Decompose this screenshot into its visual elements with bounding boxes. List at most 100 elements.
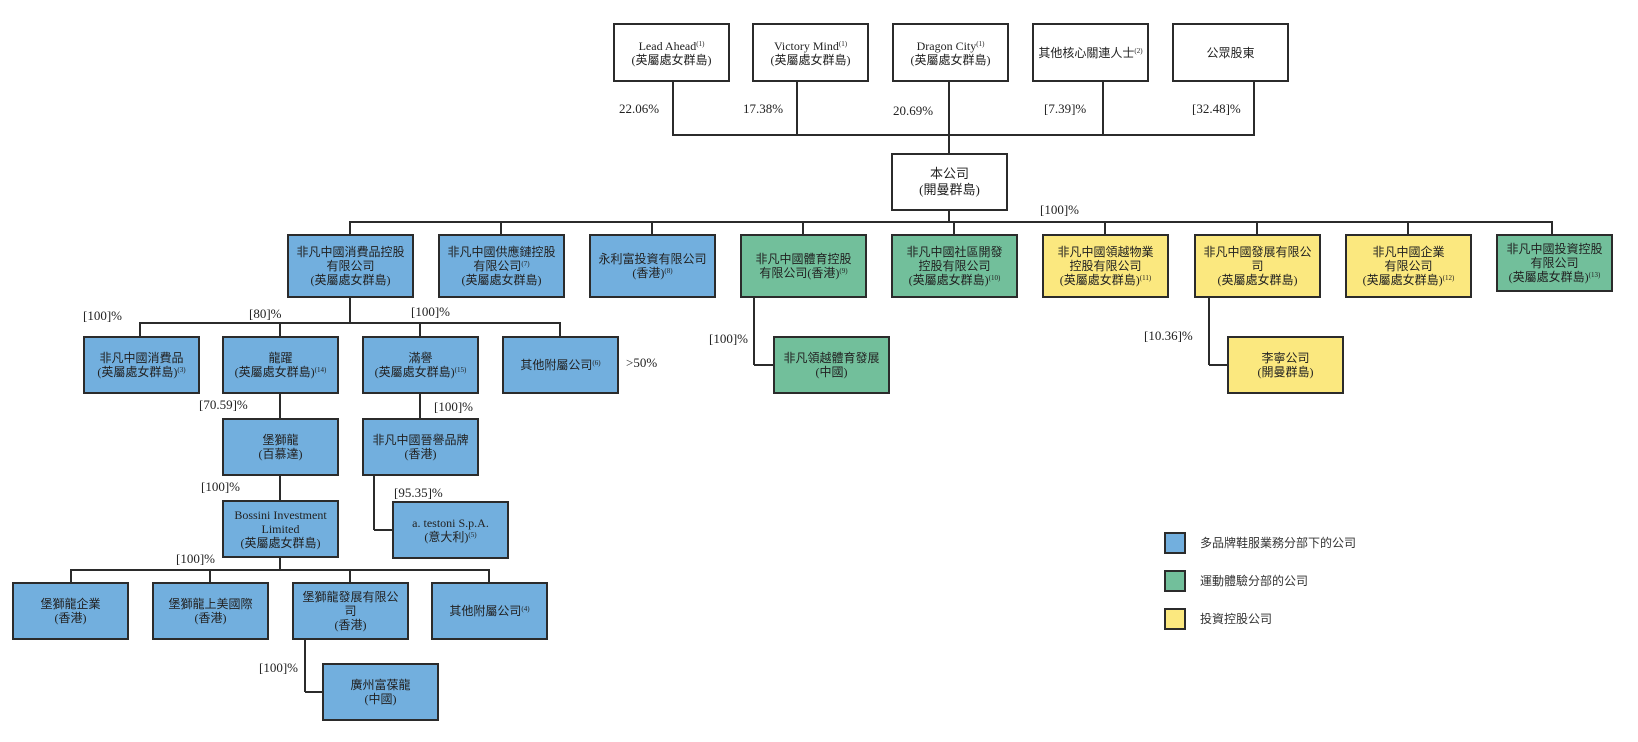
- jurisdiction: (英屬處女群島): [461, 273, 542, 287]
- jurisdiction: (中國): [364, 692, 397, 706]
- company-name: 非凡中國投資控股 有限公司: [1506, 242, 1603, 270]
- sub-lingyue-sports: 非凡領越體育發展(中國): [773, 336, 890, 394]
- shareholder-victory-mind: Victory Mind(1)(英屬處女群島): [752, 23, 869, 82]
- jurisdiction: (英屬處女群島): [908, 273, 989, 287]
- jurisdiction: (英屬處女群島): [240, 536, 321, 550]
- company-name: 非凡中國企業 有限公司: [1372, 245, 1445, 273]
- footnote-ref: (11): [1139, 274, 1152, 282]
- pct-bossini-subs: [100]%: [176, 551, 215, 566]
- company-name: 李寧公司: [1261, 351, 1310, 365]
- sub-development: 非凡中國發展有限公司(英屬處女群島): [1194, 234, 1321, 298]
- pct-company-subsidiaries: [100]%: [1040, 202, 1079, 217]
- pct-guangzhou: [100]%: [259, 660, 298, 675]
- company-name: 永利富投資有限公司: [598, 252, 707, 266]
- company-name: 堡獅龍發展有限公司: [302, 590, 399, 618]
- jurisdiction: (香港): [194, 611, 227, 625]
- pct-other-subsidiaries: >50%: [626, 355, 658, 370]
- company-name: 非凡中國社區開發 控股有限公司: [906, 245, 1003, 273]
- sub-bossini-bermuda: 堡獅龍(百慕達): [222, 418, 339, 476]
- sub-guangzhou: 廣州富葆龍(中國): [322, 663, 439, 721]
- sub-manyu: 滿譽(英屬處女群島)(15): [362, 336, 479, 394]
- pct-lingyue-sports: [100]%: [709, 331, 748, 346]
- shareholder-name: Lead Ahead: [638, 38, 697, 53]
- company-name: 堡獅龍上美國際: [168, 597, 253, 611]
- sub-li-ning: 李寧公司(開曼群島): [1227, 336, 1344, 394]
- company-name: 龍躍: [268, 351, 293, 365]
- sub-community: 非凡中國社區開發 控股有限公司(英屬處女群島)(10): [891, 234, 1018, 298]
- footnote-ref: (6): [592, 359, 601, 367]
- pct-public: [32.48]%: [1192, 101, 1241, 116]
- jurisdiction: (香港): [54, 611, 87, 625]
- jurisdiction: (香港): [632, 266, 665, 280]
- sub-yonglifu: 永利富投資有限公司(香港)(8): [589, 234, 716, 298]
- jurisdiction: (英屬處女群島): [631, 52, 712, 67]
- footnote-ref: (15): [454, 366, 467, 374]
- company-name: 堡獅龍企業: [40, 597, 101, 611]
- sub-property: 非凡中國領越物業 控股有限公司(英屬處女群島)(11): [1042, 234, 1169, 298]
- pct-dragon-city: 20.69%: [893, 103, 934, 118]
- pct-bossini-investment: [100]%: [201, 479, 240, 494]
- company-name: 非凡領越體育發展: [783, 351, 880, 365]
- legend-label-sports: 運動體驗分部的公司: [1200, 574, 1309, 588]
- jurisdiction: (英屬處女群島): [234, 365, 315, 379]
- footnote-ref: (14): [314, 366, 327, 374]
- jurisdiction: (英屬處女群島): [310, 273, 391, 287]
- shareholder-name: Victory Mind: [773, 38, 839, 53]
- company-name: 非凡中國體育控股 有限公司(香港): [755, 252, 852, 280]
- sub-other-subsidiaries: 其他附屬公司(6): [502, 336, 619, 394]
- jurisdiction: (英屬處女群島): [1508, 270, 1589, 284]
- jurisdiction: (英屬處女群島): [910, 52, 991, 67]
- jurisdiction: (百慕達): [258, 447, 303, 461]
- jurisdiction: (英屬處女群島): [97, 365, 178, 379]
- legend-label-multibrand: 多品牌鞋服業務分部下的公司: [1200, 536, 1357, 550]
- footnote-ref: (10): [988, 274, 1001, 282]
- sub-testoni: a. testoni S.p.A.(意大利)(5): [392, 501, 509, 559]
- footnote-ref: (5): [468, 531, 477, 539]
- jurisdiction: (英屬處女群島): [770, 52, 851, 67]
- legend-swatch-yellow: [1164, 608, 1186, 630]
- company-name: 非凡中國供應鏈控股 有限公司: [447, 245, 556, 273]
- jurisdiction: (英屬處女群島): [1217, 273, 1298, 287]
- footnote-ref: (2): [1134, 46, 1143, 55]
- pct-testoni: [95.35]%: [394, 485, 443, 500]
- jurisdiction: (開曼群島): [1257, 365, 1314, 379]
- company-name: a. testoni S.p.A.: [412, 516, 489, 530]
- sub-consumer-holdings: 非凡中國消費品控股 有限公司(英屬處女群島): [287, 234, 414, 298]
- footnote-ref: (13): [1588, 271, 1601, 279]
- pct-lead-ahead: 22.06%: [619, 101, 660, 116]
- footnote-ref: (12): [1442, 274, 1455, 282]
- jurisdiction: (中國): [815, 365, 848, 379]
- jurisdiction: (香港): [334, 618, 367, 632]
- sub-investment: 非凡中國投資控股 有限公司(英屬處女群島)(13): [1496, 234, 1613, 292]
- sub-bossini-other: 其他附屬公司(4): [431, 582, 548, 640]
- pct-reputation-brand: [100]%: [434, 399, 473, 414]
- sub-bossini-investment: Bossini Investment Limited(英屬處女群島): [222, 500, 339, 558]
- company-name: 非凡中國領越物業 控股有限公司: [1057, 245, 1154, 273]
- footnote-ref: (9): [839, 267, 848, 275]
- legend-swatch-green: [1164, 570, 1186, 592]
- jurisdiction: (香港): [404, 447, 437, 461]
- shareholder-dragon-city: Dragon City(1)(英屬處女群島): [892, 23, 1009, 82]
- footnote-ref: (3): [177, 366, 186, 374]
- sub-bossini-enterprise: 堡獅龍企業(香港): [12, 582, 129, 640]
- company-name: 堡獅龍: [262, 433, 299, 447]
- footnote-ref: (4): [521, 605, 530, 613]
- sub-bossini-development: 堡獅龍發展有限公司(香港): [292, 582, 409, 640]
- company-name: 其他附屬公司: [449, 604, 522, 618]
- pct-manyu: [100]%: [411, 304, 450, 319]
- sub-enterprise: 非凡中國企業 有限公司(英屬處女群島)(12): [1345, 234, 1472, 298]
- company-name: 非凡中國消費品: [99, 351, 184, 365]
- footnote-ref: (1): [976, 39, 985, 48]
- sub-supply-chain: 非凡中國供應鏈控股 有限公司(7)(英屬處女群島): [438, 234, 565, 298]
- company-name: 滿譽: [408, 351, 433, 365]
- company-name: 本公司: [929, 166, 969, 181]
- shareholder-core-connected: 其他核心關連人士(2): [1032, 23, 1149, 82]
- company-name: 非凡中國發展有限公司: [1203, 245, 1312, 273]
- company-name: Bossini Investment Limited: [234, 508, 327, 536]
- pct-victory-mind: 17.38%: [743, 101, 784, 116]
- shareholder-lead-ahead: Lead Ahead(1)(英屬處女群島): [613, 23, 730, 82]
- pct-longyue: [80]%: [249, 306, 282, 321]
- company-name: 廣州富葆龍: [350, 678, 411, 692]
